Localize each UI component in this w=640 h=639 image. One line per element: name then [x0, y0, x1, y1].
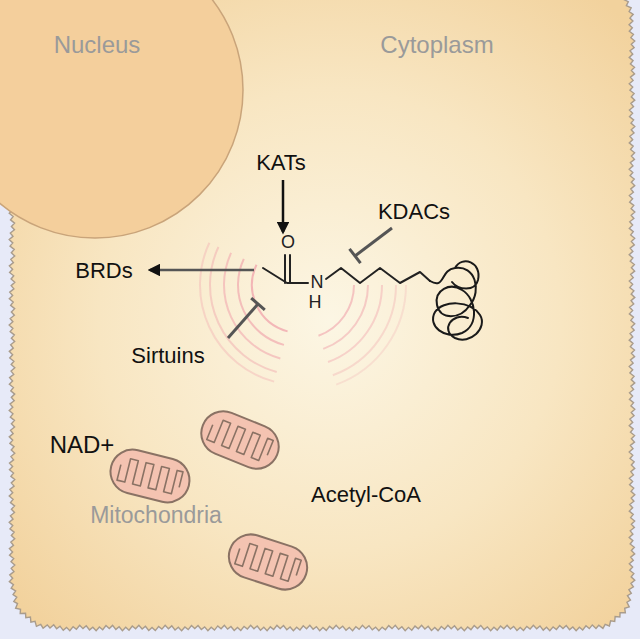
atom-label: H: [309, 293, 322, 313]
reader-arrow: [150, 269, 254, 272]
metabolite-label: Acetyl-CoA: [311, 483, 421, 507]
enzyme-label: KDACs: [378, 200, 450, 224]
atom-label: O: [281, 233, 295, 253]
activation-arrow: [282, 180, 285, 232]
reader-label: BRDs: [75, 259, 132, 283]
region-label: Nucleus: [54, 32, 141, 58]
organelle-label: Mitochondria: [90, 503, 222, 528]
bond: [289, 255, 291, 283]
bond: [284, 255, 286, 283]
metabolite-label: NAD+: [50, 432, 115, 458]
atom-label: N: [311, 273, 324, 293]
nucleus-circle: Nucleus: [0, 0, 245, 240]
enzyme-label: Sirtuins: [131, 344, 204, 368]
region-label: Cytoplasm: [380, 32, 493, 58]
enzyme-label: KATs: [256, 151, 306, 175]
nuclear-envelope: [0, 0, 243, 238]
